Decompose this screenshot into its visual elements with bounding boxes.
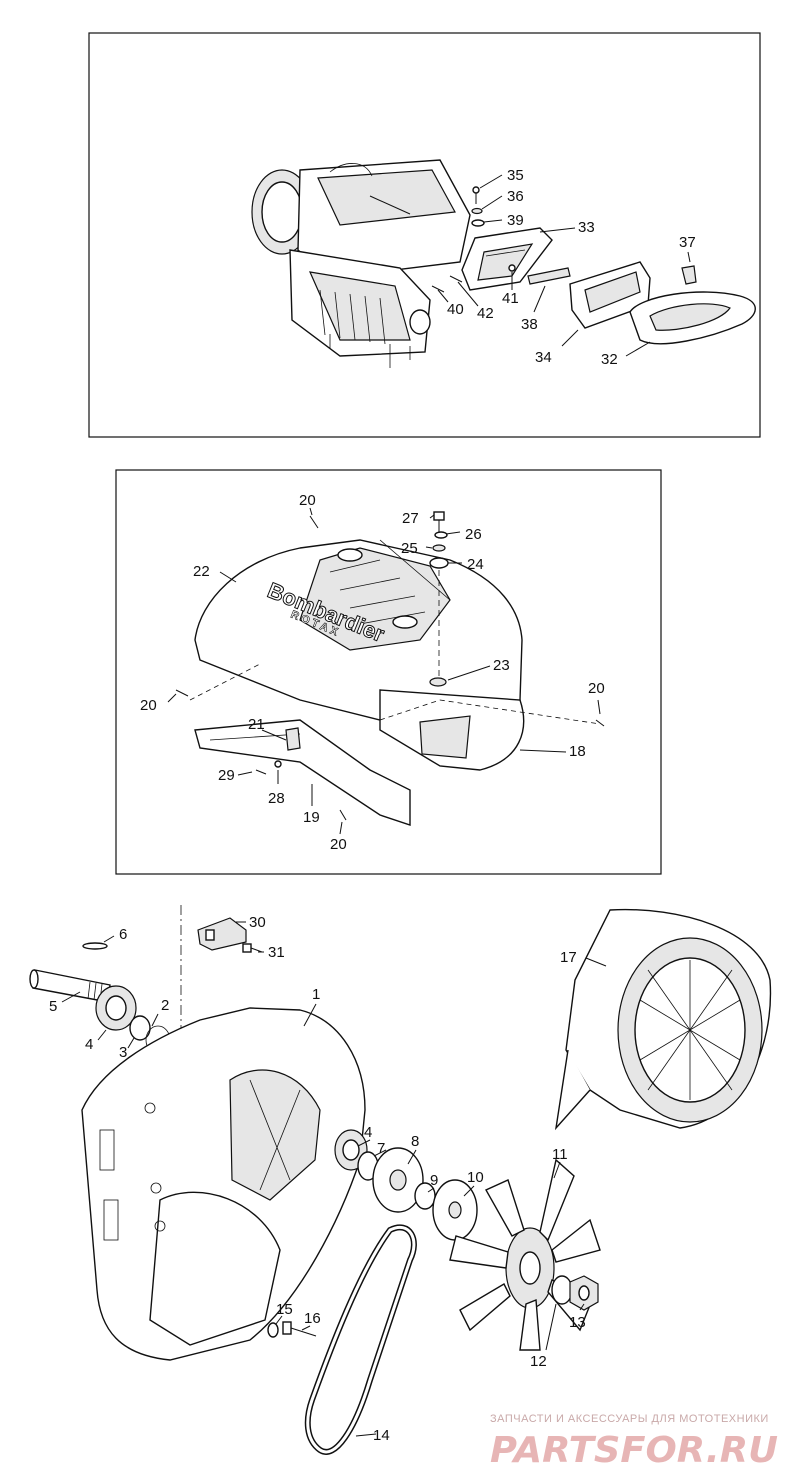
callout-26: 26 xyxy=(465,526,482,543)
support-19 xyxy=(194,719,411,826)
pulley-half-10 xyxy=(432,1179,478,1241)
mid-leaders xyxy=(167,507,601,835)
callout-14: 14 xyxy=(373,1427,390,1444)
callout-5: 5 xyxy=(49,998,57,1015)
bolt-35 xyxy=(472,186,480,204)
top-callouts: 35 36 39 33 37 40 42 41 38 34 32 xyxy=(447,167,696,368)
callout-2: 2 xyxy=(161,997,169,1014)
callout-8: 8 xyxy=(411,1133,419,1150)
screw-40-42 xyxy=(431,275,463,293)
washer-36 xyxy=(471,207,483,215)
callout-17: 17 xyxy=(560,949,577,966)
bearing-4-left xyxy=(95,985,137,1031)
bottom-leaders xyxy=(61,921,607,1437)
callout-27: 27 xyxy=(402,510,419,527)
callout-33: 33 xyxy=(578,219,595,236)
callout-9: 9 xyxy=(430,1172,438,1189)
callout-19: 19 xyxy=(303,809,320,826)
nut-13 xyxy=(569,1275,599,1311)
bolt-16 xyxy=(282,1321,317,1337)
air-guide-33 xyxy=(461,227,553,291)
washer-26 xyxy=(434,531,448,539)
callout-32: 32 xyxy=(601,351,618,368)
callout-12: 12 xyxy=(530,1353,547,1370)
ring-3 xyxy=(129,1015,151,1041)
key-6 xyxy=(82,942,108,950)
callout-10: 10 xyxy=(467,1169,484,1186)
washer-25 xyxy=(432,544,446,552)
grommet-23 xyxy=(429,677,447,687)
housing-1 xyxy=(81,1007,366,1361)
grommet-24 xyxy=(429,557,449,569)
washer-28 xyxy=(274,760,282,768)
callout-18: 18 xyxy=(569,743,586,760)
fan-11 xyxy=(449,1158,601,1351)
callout-34: 34 xyxy=(535,349,552,366)
callout-38: 38 xyxy=(521,316,538,333)
top-leaders xyxy=(437,174,691,357)
callout-11: 11 xyxy=(552,1146,568,1163)
fan-housing-18 xyxy=(379,689,525,771)
callout-20-left: 20 xyxy=(140,697,157,714)
callout-22: 22 xyxy=(193,563,210,580)
callout-42: 42 xyxy=(477,305,494,322)
screw-29 xyxy=(255,769,267,775)
pulley-half-8 xyxy=(372,1147,424,1213)
callout-37: 37 xyxy=(679,234,696,251)
callout-7: 7 xyxy=(377,1140,385,1157)
intake-silencer-32 xyxy=(629,291,756,345)
callout-20-right: 20 xyxy=(588,680,605,697)
washer-12 xyxy=(551,1275,573,1305)
callout-40: 40 xyxy=(447,301,464,318)
grommet-39 xyxy=(471,219,485,227)
bottom-callouts: 30 6 31 5 2 1 17 4 3 4 8 7 9 10 11 15 16… xyxy=(49,914,586,1444)
screw-20-c xyxy=(595,719,605,727)
screw-20-a xyxy=(309,515,319,529)
strip-38 xyxy=(527,267,571,285)
callout-30: 30 xyxy=(249,914,266,931)
belt-14-inner xyxy=(306,1225,416,1454)
fan-shroud-17 xyxy=(554,908,772,1131)
callout-20-bottom: 20 xyxy=(330,836,347,853)
clip-37 xyxy=(681,265,697,285)
callout-15: 15 xyxy=(276,1301,293,1318)
rivet-41 xyxy=(508,264,516,272)
callout-13: 13 xyxy=(569,1314,586,1331)
callout-28: 28 xyxy=(268,790,285,807)
bolt-27 xyxy=(433,511,445,532)
callout-25: 25 xyxy=(401,540,418,557)
mid-callouts: 20 27 26 25 24 22 23 20 20 18 21 29 28 1… xyxy=(140,492,605,853)
callout-35: 35 xyxy=(507,167,524,184)
callout-21: 21 xyxy=(248,716,265,733)
bracket-30 xyxy=(197,917,247,951)
engine-assembly xyxy=(251,159,471,368)
callout-4-left: 4 xyxy=(85,1036,93,1053)
callout-41: 41 xyxy=(502,290,519,307)
screw-20-b xyxy=(175,689,189,697)
watermark-brand: PARTSFOR.RU xyxy=(490,1430,778,1471)
mid-dash-lines xyxy=(189,663,601,725)
callout-23: 23 xyxy=(493,657,510,674)
bracket-21 xyxy=(285,727,301,751)
callout-4-right: 4 xyxy=(364,1124,372,1141)
screw-20-d xyxy=(339,809,347,821)
callout-16: 16 xyxy=(304,1310,321,1327)
callout-31: 31 xyxy=(268,944,285,961)
callout-3: 3 xyxy=(119,1044,127,1061)
callout-20-top: 20 xyxy=(299,492,316,509)
washer-15 xyxy=(267,1322,279,1338)
callout-24: 24 xyxy=(467,556,484,573)
callout-39: 39 xyxy=(507,212,524,229)
watermark: ЗАПЧАСТИ И АКСЕССУАРЫ ДЛЯ МОТОТЕХНИКИ PA… xyxy=(490,1413,778,1471)
callout-1: 1 xyxy=(312,986,320,1003)
callout-29: 29 xyxy=(218,767,235,784)
belt-14 xyxy=(304,1224,417,1455)
callout-6: 6 xyxy=(119,926,127,943)
fan-cowl-22: Bombardier ROTAX xyxy=(194,539,523,721)
watermark-tagline: ЗАПЧАСТИ И АКСЕССУАРЫ ДЛЯ МОТОТЕХНИКИ xyxy=(490,1413,769,1425)
callout-36: 36 xyxy=(507,188,524,205)
bolt-31 xyxy=(242,943,263,953)
